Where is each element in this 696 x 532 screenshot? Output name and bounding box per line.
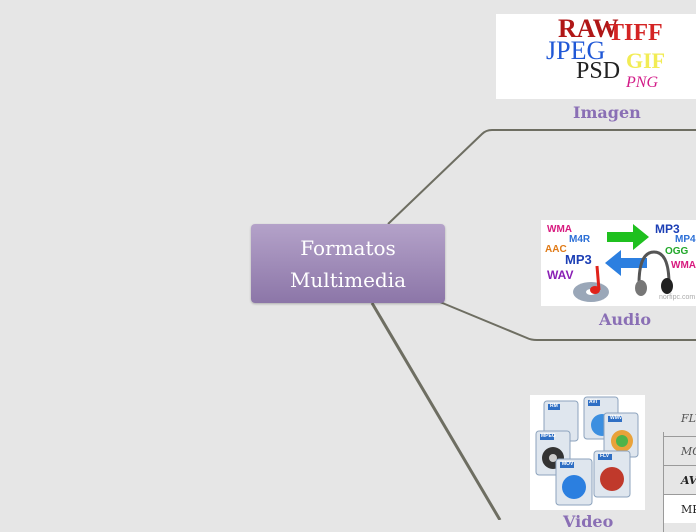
thumb-word-m4r: M4R — [569, 234, 590, 245]
thumb-word-mov: MOV — [562, 461, 573, 467]
thumb-word-wmv: WMV — [610, 415, 622, 421]
thumb-word-gif: GIF — [626, 48, 665, 74]
music-cd-icon — [571, 264, 615, 304]
central-topic[interactable]: Formatos Multimedia — [251, 224, 445, 303]
thumb-word-mp4: MP4 — [675, 234, 696, 245]
audio-thumbnail[interactable]: WMA M4R AAC MP3 WAV MP3 MP4 OGG WMA norf… — [541, 220, 696, 306]
video-format-flv[interactable]: FLV — [664, 412, 696, 436]
thumb-word-avi: AVI — [589, 399, 597, 405]
thumb-word-flv: FLV — [600, 453, 609, 459]
audio-label[interactable]: Audio — [599, 310, 651, 329]
video-format-mp4[interactable]: MP4 — [664, 494, 696, 523]
video-thumbnail[interactable]: RM AVI WMV MPEG MOV FLV — [530, 395, 645, 510]
thumb-word-png: PNG — [626, 74, 658, 92]
imagen-label[interactable]: Imagen — [573, 103, 641, 122]
video-format-avi[interactable]: AVI — [664, 465, 696, 494]
thumb-word-psd: PSD — [576, 58, 620, 85]
thumb-word-tiff: TIFF — [608, 20, 663, 47]
thumb-word-wav: WAV — [547, 268, 573, 282]
thumb-word-rm: RM — [550, 403, 558, 409]
connector-video — [372, 303, 500, 520]
thumb-word-wma-2: WMA — [671, 260, 696, 271]
video-format-mov[interactable]: MOV — [664, 436, 696, 465]
central-topic-line1: Formatos — [290, 232, 406, 264]
connector-imagen — [388, 130, 696, 224]
thumb-word-mpeg: MPEG — [541, 433, 556, 439]
thumb-watermark: norfipc.com — [659, 294, 695, 301]
thumb-word-aac: AAC — [545, 244, 567, 255]
imagen-thumbnail[interactable]: RAW TIFF JPEG GIF PSD PNG — [496, 14, 696, 99]
thumb-word-ogg: OGG — [665, 246, 688, 257]
central-topic-line2: Multimedia — [290, 264, 406, 296]
video-format-list: FLV MOV AVI MP4 — [663, 432, 696, 532]
video-file-icons — [530, 395, 645, 510]
connector-audio — [440, 302, 696, 340]
video-label[interactable]: Video — [563, 512, 613, 531]
